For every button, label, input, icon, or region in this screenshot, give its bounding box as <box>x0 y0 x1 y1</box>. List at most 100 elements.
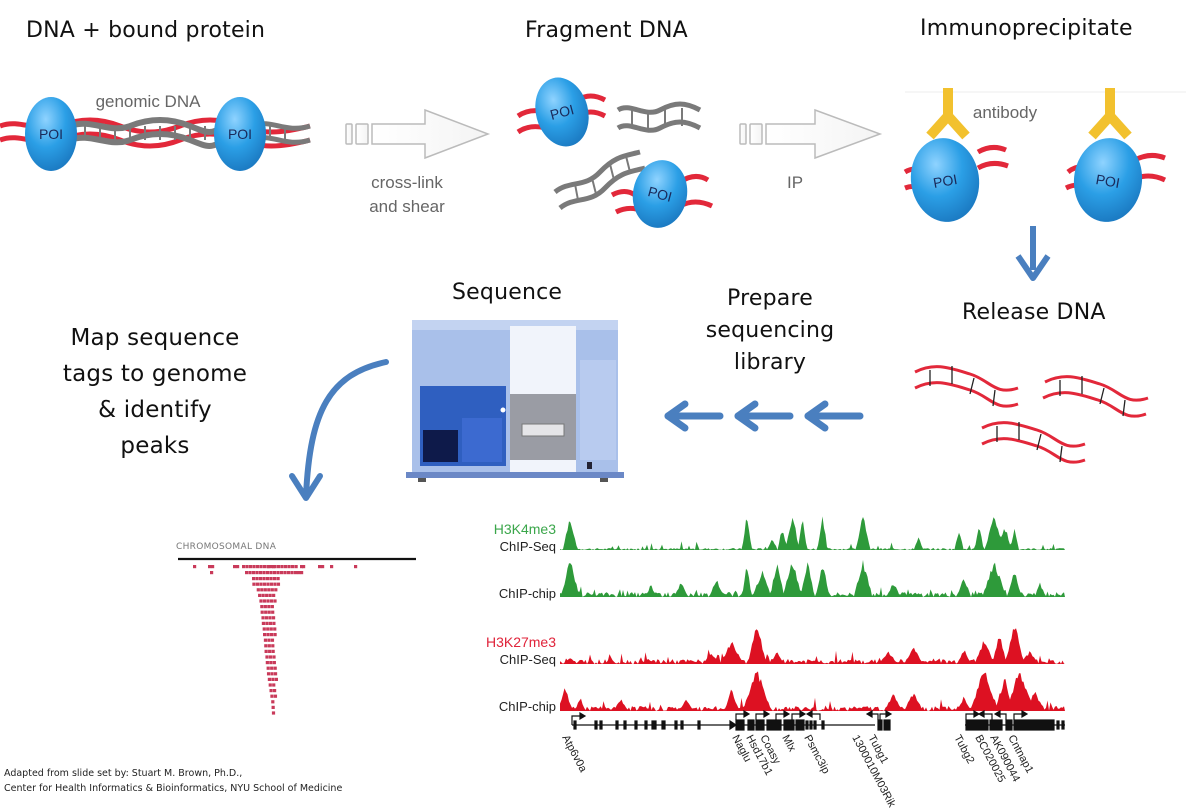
read-dot <box>287 571 291 575</box>
read-dot <box>270 638 275 642</box>
read-dot <box>291 565 295 569</box>
read-dot <box>265 621 269 625</box>
read-dot <box>264 649 268 653</box>
read-dot <box>271 705 275 709</box>
step-title-immunoprecipitate: Immunoprecipitate <box>920 16 1133 41</box>
poi-label: POI <box>646 183 673 205</box>
read-dot <box>265 661 269 665</box>
read-dot <box>274 588 278 592</box>
read-dot <box>265 593 269 597</box>
read-dot <box>236 565 240 569</box>
read-dot <box>270 694 274 698</box>
read-dot <box>270 588 274 592</box>
read-dot <box>265 655 269 659</box>
read-dot <box>208 565 212 569</box>
read-dot <box>300 571 304 575</box>
read-dot <box>266 582 270 586</box>
curved-arrow-icon <box>289 359 389 501</box>
read-dot <box>283 571 287 575</box>
track-method-label: ChIP-chip <box>498 586 556 601</box>
read-dot <box>269 627 273 631</box>
read-dot <box>273 577 277 581</box>
read-dot <box>276 571 280 575</box>
read-dot <box>266 571 270 575</box>
read-dot <box>273 599 277 603</box>
middle-row-illustration <box>289 320 1149 501</box>
poi-label: POI <box>1095 171 1122 191</box>
read-dot <box>273 571 277 575</box>
read-dot <box>273 582 277 586</box>
svg-text:POI: POI <box>39 126 63 142</box>
read-dot <box>270 565 274 569</box>
read-dot <box>259 571 263 575</box>
read-dot <box>318 565 322 569</box>
read-dot <box>258 593 262 597</box>
credit-line-2: Center for Health Informatics & Bioinfor… <box>4 783 343 794</box>
signal-track <box>560 628 1065 664</box>
left-arrow-icon <box>804 400 864 432</box>
read-dot <box>255 571 259 575</box>
chip-tracks <box>560 516 1065 711</box>
read-dot <box>255 577 259 581</box>
read-dot <box>300 565 304 569</box>
read-dot <box>266 633 270 637</box>
read-dot <box>269 599 274 603</box>
read-dot <box>294 571 298 575</box>
read-dot <box>263 565 267 569</box>
read-dot <box>268 649 272 653</box>
read-dot <box>330 565 334 569</box>
read-pileup <box>178 557 416 715</box>
read-dot <box>269 582 274 586</box>
read-dot <box>270 605 274 609</box>
sequencing-line: sequencing <box>705 318 835 343</box>
antibody-label: antibody <box>973 103 1038 122</box>
read-dot <box>233 565 237 569</box>
read-dot <box>280 565 284 569</box>
sequencer-machine-icon <box>406 320 624 482</box>
released-dna-fragments <box>914 365 1149 464</box>
chromosomal-dna-label: CHROMOSOMAL DNA <box>176 542 277 552</box>
read-dot <box>268 683 272 687</box>
read-dot <box>261 621 265 625</box>
read-dot <box>354 565 358 569</box>
signal-track <box>560 559 1065 597</box>
fragment-dna: POI POI <box>516 77 714 228</box>
read-dot <box>302 565 306 569</box>
read-dot <box>268 593 272 597</box>
read-dot <box>267 610 271 614</box>
read-dot <box>294 565 298 569</box>
step-title-release-dna: Release DNA <box>962 300 1106 325</box>
read-dot <box>280 571 284 575</box>
read-dot <box>245 565 249 569</box>
read-dot <box>269 571 273 575</box>
read-dot <box>267 677 271 681</box>
poi-label: POI <box>932 171 959 191</box>
read-dot <box>276 577 280 581</box>
top-row-illustration: POI POI genomic DNA cross-link and shear… <box>0 77 1186 281</box>
step-title-fragment-dna: Fragment DNA <box>525 18 688 43</box>
read-dot <box>271 644 275 648</box>
antibody-icon <box>926 88 1132 140</box>
read-dot <box>290 571 294 575</box>
read-dot <box>269 661 273 665</box>
step-title-sequence: Sequence <box>452 280 563 305</box>
read-dot <box>266 627 270 631</box>
read-dot <box>271 610 275 614</box>
read-dot <box>297 571 301 575</box>
read-dot <box>273 633 277 637</box>
read-dot <box>268 655 273 659</box>
read-dot <box>264 644 268 648</box>
read-dot <box>277 565 281 569</box>
read-dot <box>268 616 272 620</box>
read-dot <box>259 565 263 569</box>
step-title-dna-bound-protein: DNA + bound protein <box>26 18 266 43</box>
read-dot <box>267 588 271 592</box>
read-dot <box>264 610 268 614</box>
read-dot <box>193 565 197 569</box>
track-method-label: ChIP-Seq <box>499 652 556 667</box>
read-dot <box>249 565 253 569</box>
shear-label: and shear <box>369 197 445 216</box>
step-title-map-tags: Map sequence tags to genome & identify p… <box>40 320 270 464</box>
track-method-label: ChIP-Seq <box>499 539 556 554</box>
read-dot <box>271 649 275 653</box>
